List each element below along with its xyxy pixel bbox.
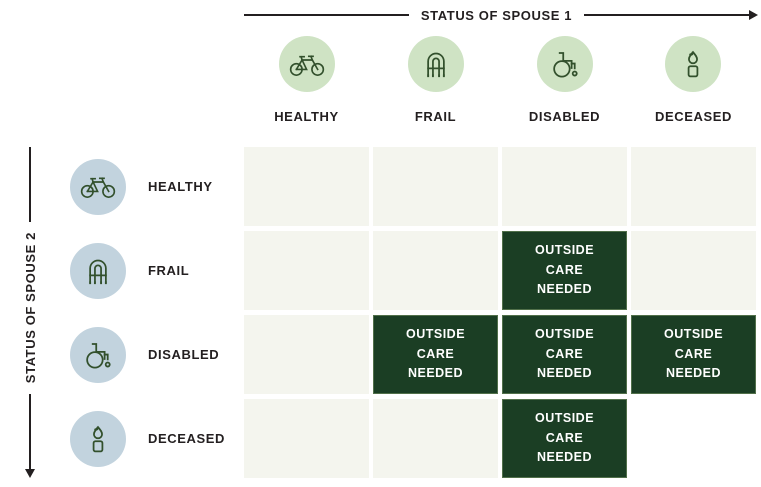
matrix-cell-frail-deceased (631, 231, 756, 310)
row-header-disabled: DISABLED (70, 315, 225, 394)
column-header-frail: FRAIL (407, 36, 464, 124)
matrix-cell-disabled-disabled: OUTSIDE CARE NEEDED (502, 315, 627, 394)
row-header-label: FRAIL (148, 263, 190, 278)
wheelchair-icon (550, 49, 580, 79)
arrow-down-icon (25, 469, 35, 478)
wheelchair-icon (83, 340, 113, 370)
matrix-cell-deceased-frail (373, 399, 498, 478)
matrix-cell-frail-frail (373, 231, 498, 310)
axis-line-right-segment (584, 14, 749, 16)
matrix-cell-deceased-healthy (244, 399, 369, 478)
matrix-cell-disabled-healthy (244, 315, 369, 394)
status-circle-frail (407, 36, 464, 92)
status-circle-disabled (536, 36, 593, 92)
matrix-cell-disabled-deceased: OUTSIDE CARE NEEDED (631, 315, 756, 394)
axis-line-left-segment (244, 14, 409, 16)
status-matrix: OUTSIDE CARE NEEDED OUTSIDE CARE NEEDED … (244, 147, 756, 478)
bicycle-icon (289, 52, 325, 77)
row-header-label: DECEASED (148, 431, 226, 446)
column-header-label: DECEASED (654, 109, 733, 124)
axis-spouse2-label: STATUS OF SPOUSE 2 (22, 232, 38, 384)
matrix-cell-healthy-frail (373, 147, 498, 226)
row-header-deceased: DECEASED (70, 399, 225, 478)
status-circle-healthy (278, 36, 335, 92)
axis-line-top-segment (29, 147, 31, 223)
column-header-healthy: HEALTHY (274, 36, 339, 124)
status-circle-frail (70, 242, 126, 299)
row-header-frail: FRAIL (70, 231, 225, 310)
axis-line-bottom-segment (29, 393, 31, 469)
matrix-cell-disabled-frail: OUTSIDE CARE NEEDED (373, 315, 498, 394)
axis-spouse2: STATUS OF SPOUSE 2 (21, 147, 39, 478)
matrix-cell-healthy-disabled (502, 147, 627, 226)
bicycle-icon (80, 174, 116, 199)
row-header-healthy: HEALTHY (70, 147, 225, 226)
column-headers: HEALTHY FRAIL DISABLED DECEASED (244, 36, 756, 124)
column-header-disabled: DISABLED (529, 36, 600, 124)
status-circle-healthy (70, 158, 126, 215)
matrix-cell-healthy-healthy (244, 147, 369, 226)
status-circle-deceased (665, 36, 722, 92)
column-header-label: FRAIL (414, 109, 457, 124)
candle-icon (682, 49, 704, 79)
walker-icon (84, 256, 112, 286)
matrix-cell-healthy-deceased (631, 147, 756, 226)
matrix-cell-deceased-disabled: OUTSIDE CARE NEEDED (502, 399, 627, 478)
row-headers: HEALTHY FRAIL DISABLED DECEASED (70, 147, 225, 478)
status-circle-disabled (70, 326, 126, 383)
axis-spouse1: STATUS OF SPOUSE 1 (244, 6, 758, 24)
matrix-cell-frail-disabled: OUTSIDE CARE NEEDED (502, 231, 627, 310)
arrow-right-icon (749, 10, 758, 20)
row-header-label: HEALTHY (148, 179, 213, 194)
candle-icon (87, 424, 109, 454)
walker-icon (422, 49, 450, 79)
column-header-deceased: DECEASED (655, 36, 732, 124)
matrix-cell-frail-healthy (244, 231, 369, 310)
axis-spouse1-label: STATUS OF SPOUSE 1 (420, 7, 573, 23)
matrix-cell-deceased-deceased (631, 399, 756, 478)
status-circle-deceased (70, 410, 126, 467)
column-header-label: HEALTHY (274, 109, 339, 124)
row-header-label: DISABLED (148, 347, 220, 362)
column-header-label: DISABLED (528, 109, 601, 124)
